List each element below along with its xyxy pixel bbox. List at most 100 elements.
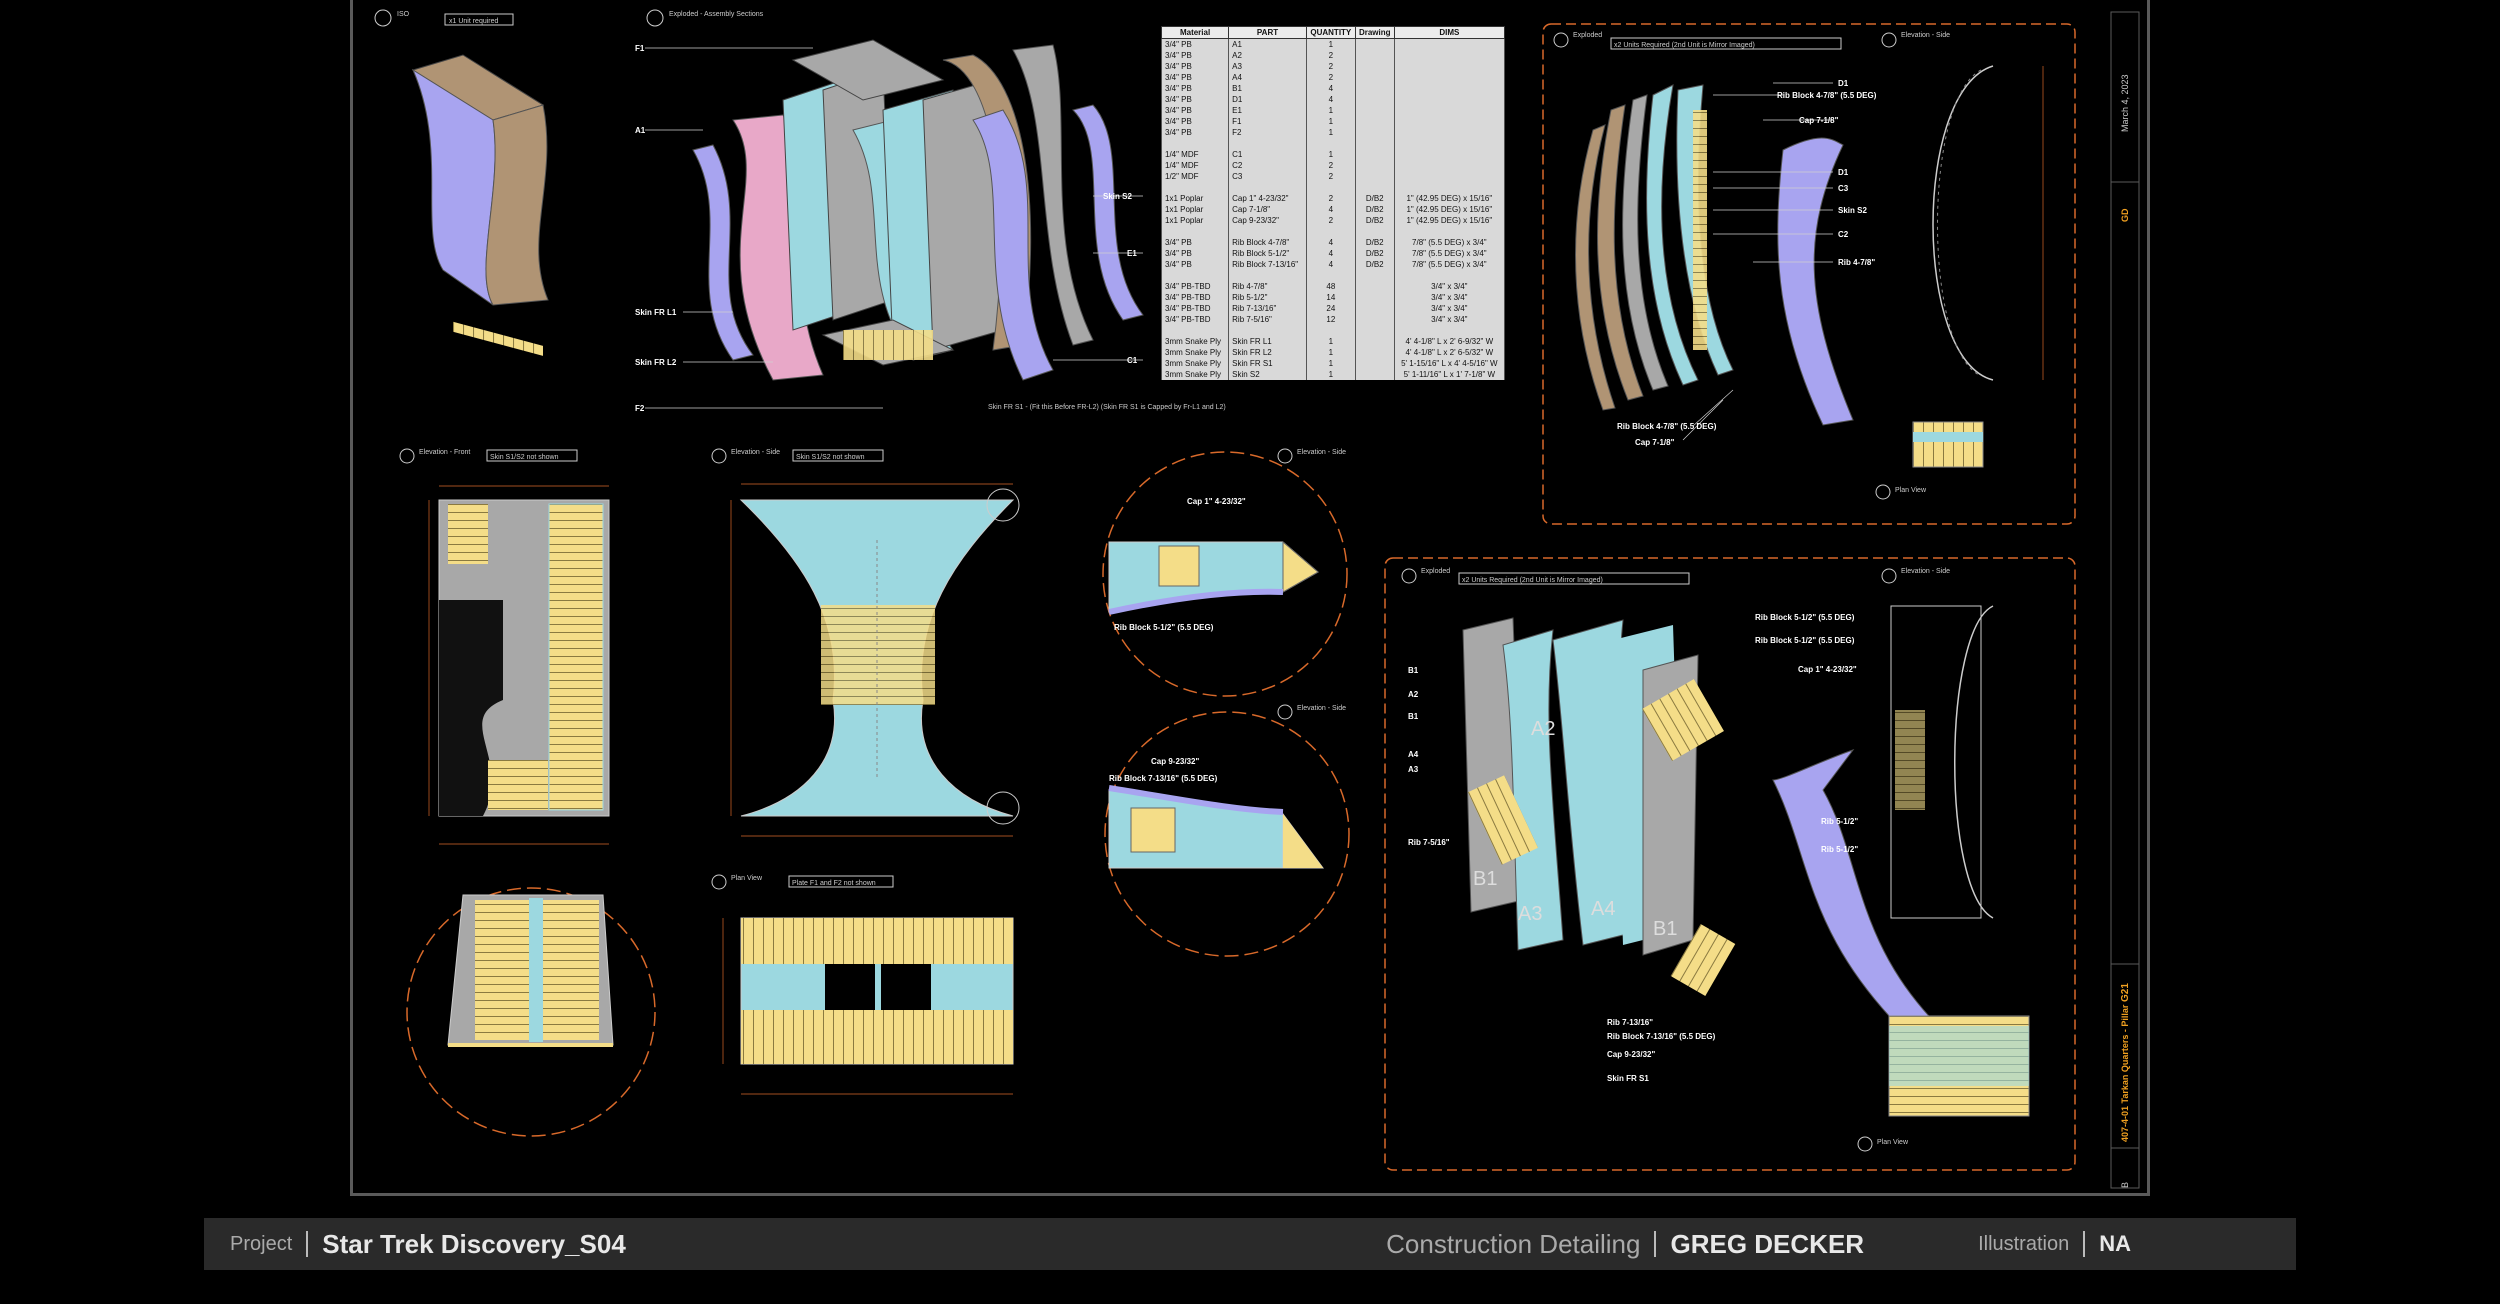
svg-text:Cap 7-1/8": Cap 7-1/8" — [1635, 438, 1675, 447]
view-title: Elevation - Side — [1297, 449, 1346, 456]
table-cell: 4 — [1305, 204, 1356, 215]
category: Construction Detailing — [1386, 1228, 1641, 1259]
table-cell: Cap 1" 4-23/32" — [1228, 193, 1307, 204]
project-name: Star Trek Discovery_S04 — [322, 1228, 626, 1259]
svg-text:Cap 1" 4-23/32": Cap 1" 4-23/32" — [1798, 665, 1857, 674]
svg-text:Rib Block 5-1/2" (5.5 DEG): Rib Block 5-1/2" (5.5 DEG) — [1114, 623, 1214, 632]
drawing-sheet: ISO x1 Unit required Exploded - Assembly… — [350, 0, 2150, 1196]
svg-text:A4: A4 — [1408, 750, 1419, 759]
table-cell: 3/4" PB — [1160, 61, 1230, 72]
svg-text:Rib Block 5-1/2" (5.5 DEG): Rib Block 5-1/2" (5.5 DEG) — [1755, 636, 1855, 645]
table-cell — [1393, 61, 1506, 72]
table-cell — [1393, 116, 1506, 127]
table-cell: 3/4" PB-TBD — [1160, 292, 1230, 303]
table-cell: 3/4" PB — [1160, 259, 1230, 270]
table-cell: Rib 7-5/16" — [1228, 314, 1307, 325]
table-cell — [1354, 292, 1395, 303]
table-cell: 2 — [1305, 50, 1356, 61]
type-label: Illustration — [1978, 1232, 2070, 1255]
table-cell: A4 — [1228, 72, 1307, 83]
detail-bottom-left — [406, 887, 656, 1137]
table-cell — [1354, 314, 1395, 325]
svg-text:Cap 1" 4-23/32": Cap 1" 4-23/32" — [1187, 497, 1246, 506]
view-title: Exploded — [1421, 568, 1450, 575]
table-cell — [1354, 336, 1395, 347]
exploded-bottom-view: Exploded x2 Units Required (2nd Unit is … — [1384, 557, 2076, 1171]
separator — [1654, 1231, 1657, 1257]
table-cell — [1160, 182, 1230, 193]
type-value: NA — [2099, 1231, 2131, 1256]
callout-skin-s2: Skin S2 — [1103, 192, 1132, 201]
table-cell: C1 — [1228, 149, 1307, 160]
svg-text:Skin S2: Skin S2 — [1838, 206, 1867, 215]
table-cell: 3/4" PB — [1160, 72, 1230, 83]
table-cell — [1393, 325, 1506, 336]
table-cell: 3/4" PB — [1160, 83, 1230, 94]
svg-text:A3: A3 — [1408, 765, 1419, 774]
table-cell: 3/4" PB-TBD — [1160, 303, 1230, 314]
svg-text:B1: B1 — [1653, 918, 1677, 940]
table-cell: Rib 7-13/16" — [1228, 303, 1307, 314]
table-cell — [1160, 325, 1230, 336]
table-cell: 3/4" PB-TBD — [1160, 314, 1230, 325]
table-cell: 3/4" PB — [1160, 237, 1230, 248]
table-cell — [1305, 226, 1356, 237]
svg-text:D1: D1 — [1838, 79, 1849, 88]
table-cell: D/B2 — [1354, 259, 1395, 270]
svg-text:Rib Block 5-1/2" (5.5 DEG): Rib Block 5-1/2" (5.5 DEG) — [1755, 613, 1855, 622]
table-cell: F1 — [1228, 116, 1307, 127]
table-cell: 4' 4-1/8" L x 2' 6-5/32" W — [1393, 347, 1506, 358]
table-cell: 3mm Snake Ply — [1160, 336, 1230, 347]
table-cell: 1x1 Poplar — [1160, 193, 1230, 204]
table-cell — [1305, 138, 1356, 149]
table-cell: 5' 1-15/16" L x 4' 4-5/16" W — [1393, 358, 1506, 369]
view-title: Elevation - Side — [1901, 32, 1950, 39]
svg-text:C3: C3 — [1838, 184, 1849, 193]
exploded-top-view: Exploded x2 Units Required (2nd Unit is … — [1542, 23, 2076, 525]
table-cell: Skin S2 — [1228, 369, 1307, 380]
author: GREG DECKER — [1670, 1228, 1865, 1259]
table-cell — [1354, 149, 1395, 160]
initials: GD — [2120, 208, 2130, 223]
table-cell: D/B2 — [1354, 237, 1395, 248]
table-cell — [1354, 347, 1395, 358]
revision: B — [2120, 1181, 2130, 1188]
table-cell: D/B2 — [1354, 204, 1395, 215]
table-cell: 1" (42.95 DEG) x 15/16" — [1393, 204, 1506, 215]
table-cell — [1228, 270, 1307, 281]
table-cell: E1 — [1228, 105, 1307, 116]
table-cell: 4 — [1305, 248, 1356, 259]
table-cell: 7/8" (5.5 DEG) x 3/4" — [1393, 259, 1506, 270]
view-title: Exploded - Assembly Sections — [669, 11, 764, 18]
table-row — [1160, 182, 1506, 193]
table-cell — [1393, 138, 1506, 149]
callout-a1: A1 — [635, 126, 646, 135]
table-cell — [1228, 325, 1307, 336]
table-cell: 3/4" x 3/4" — [1393, 303, 1506, 314]
view-note: Skin S1/S2 not shown — [490, 454, 559, 461]
view-title: Plan View — [1877, 1139, 1909, 1146]
table-cell — [1393, 83, 1506, 94]
table-cell — [1393, 182, 1506, 193]
table-cell: 3/4" PB — [1160, 94, 1230, 105]
table-cell — [1393, 226, 1506, 237]
top-right-callouts: Rib Block 4-7/8" (5.5 DEG) D1 Cap 7-1/8"… — [1617, 79, 1877, 447]
view-note: x1 Unit required — [449, 18, 499, 25]
view-title: Plan View — [1895, 487, 1927, 494]
table-cell: 14 — [1305, 292, 1356, 303]
footer-bar: Project Star Trek Discovery_S04 Construc… — [204, 1218, 2296, 1270]
table-cell: 4 — [1305, 259, 1356, 270]
iso-view: ISO x1 Unit required — [374, 9, 549, 356]
svg-text:Skin FR S1: Skin FR S1 — [1607, 1074, 1649, 1083]
table-cell: Rib 5-1/2" — [1228, 292, 1307, 303]
